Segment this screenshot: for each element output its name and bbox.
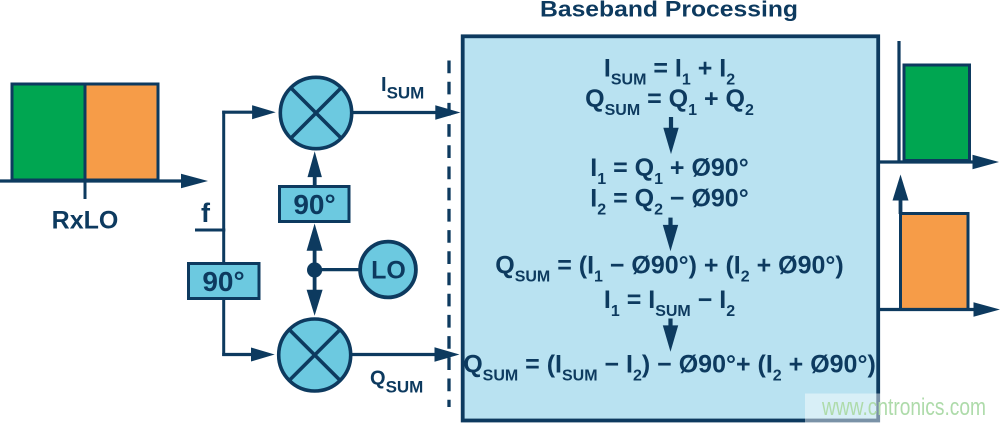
svg-text:90°: 90° [293,189,335,220]
svg-text:QSUM: QSUM [370,368,423,397]
svg-text:Baseband Processing: Baseband Processing [540,0,798,22]
svg-text:f: f [201,198,211,228]
svg-text:www.cntronics.com: www.cntronics.com [821,394,986,421]
svg-text:RxLO: RxLO [52,207,119,235]
svg-text:LO: LO [371,257,406,285]
svg-text:ISUM: ISUM [381,74,424,103]
svg-text:90°: 90° [202,266,244,297]
svg-text:I2 = Q2 − Ø90°: I2 = Q2 − Ø90° [590,185,748,219]
